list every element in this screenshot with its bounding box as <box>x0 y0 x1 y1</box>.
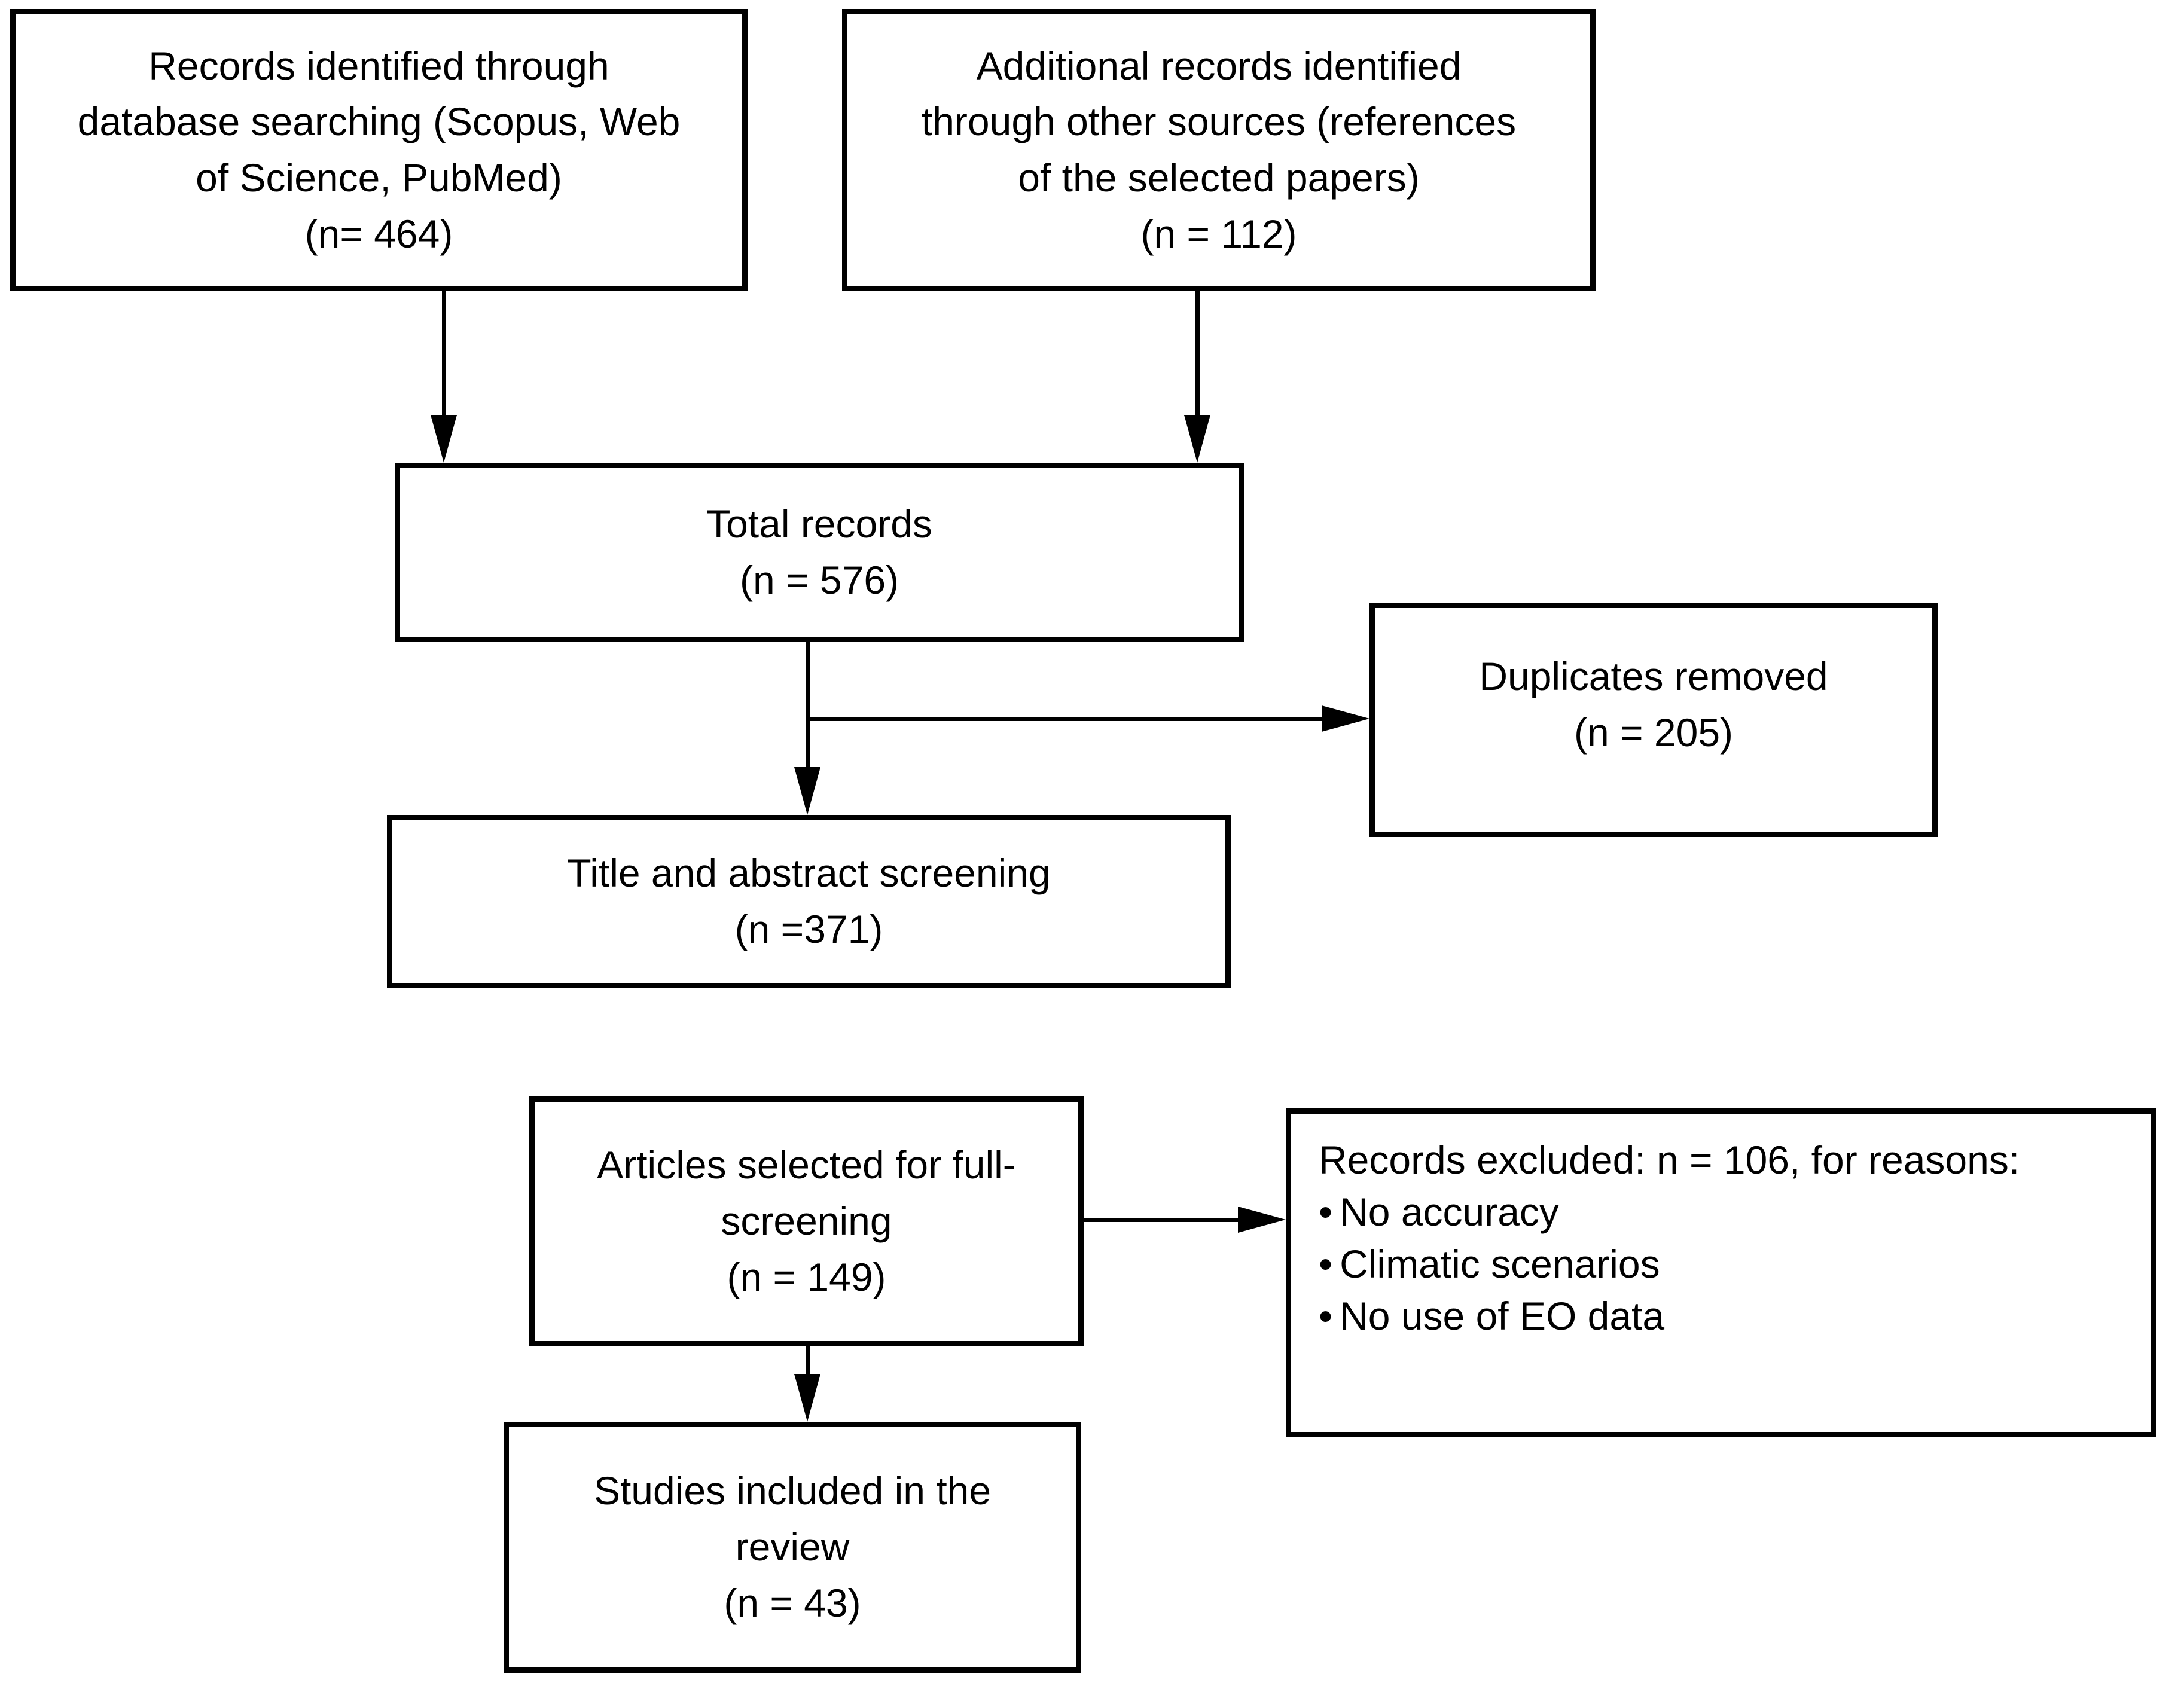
connector-line <box>806 717 1323 721</box>
box-text-line: Articles selected for full- <box>597 1143 1016 1187</box>
bullet-icon: • <box>1319 1190 1333 1235</box>
arrowhead-down-icon <box>794 1374 820 1422</box>
excluded-heading: Records excluded: n = 106, for reasons: <box>1319 1138 2020 1182</box>
box-text-line: Studies included in the <box>593 1468 992 1513</box>
excluded-bullet-text: No accuracy <box>1340 1190 1559 1235</box>
connector-line <box>806 1345 810 1376</box>
arrowhead-down-icon <box>794 767 820 815</box>
box-count-line: (n = 43) <box>724 1580 861 1625</box>
arrowhead-down-icon <box>431 415 457 463</box>
connector-line <box>442 290 446 419</box>
bullet-icon: • <box>1319 1242 1333 1287</box>
connector-line <box>1082 1218 1239 1222</box>
excluded-bullet-item: • No use of EO data <box>1319 1290 1664 1342</box>
box-text-line: screening <box>721 1199 892 1244</box>
box-count-line: (n =371) <box>734 907 883 951</box>
box-records-excluded: Records excluded: n = 106, for reasons: … <box>1286 1108 2156 1437</box>
box-additional-records: Additional records identified through ot… <box>842 9 1596 291</box>
connector-line <box>806 641 810 774</box>
arrowhead-down-icon <box>1184 415 1210 463</box>
bullet-icon: • <box>1319 1294 1333 1339</box>
box-text-line: Additional records identified <box>976 43 1462 88</box>
box-total-records: Total records (n = 576) <box>395 463 1244 642</box>
arrowhead-right-icon <box>1238 1207 1286 1233</box>
box-text-line: Total records <box>706 502 932 546</box>
arrowhead-right-icon <box>1322 705 1369 732</box>
box-text-line: Title and abstract screening <box>567 851 1051 896</box>
box-text-line: of Science, PubMed) <box>196 155 562 200</box>
box-articles-selected: Articles selected for full- screening (n… <box>529 1096 1084 1346</box>
box-text-line: through other sources (references <box>921 99 1517 144</box>
excluded-bullet-text: Climatic scenarios <box>1340 1242 1660 1287</box>
box-count-line: (n = 576) <box>740 558 899 602</box>
box-records-identified: Records identified through database sear… <box>10 9 748 291</box>
box-duplicates-removed: Duplicates removed (n = 205) <box>1369 603 1938 837</box>
box-text-line: Duplicates removed <box>1479 654 1828 699</box>
box-text-line: database searching (Scopus, Web <box>77 99 681 144</box>
excluded-bullet-text: No use of EO data <box>1340 1294 1665 1339</box>
box-text-line: Records identified through <box>148 43 609 88</box>
box-count-line: (n = 112) <box>1140 211 1297 256</box>
excluded-bullet-item: • Climatic scenarios <box>1319 1238 1660 1290</box>
excluded-bullet-item: • No accuracy <box>1319 1186 1559 1238</box>
box-title-abstract-screening: Title and abstract screening (n =371) <box>387 815 1231 988</box>
box-count-line: (n = 149) <box>727 1254 886 1299</box>
connector-line <box>1195 290 1200 419</box>
box-count-line: (n = 205) <box>1574 710 1733 755</box>
box-count-line: (n= 464) <box>304 211 453 256</box>
box-text-line: of the selected papers) <box>1018 155 1420 200</box>
box-studies-included: Studies included in the review (n = 43) <box>504 1422 1081 1673</box>
box-text-line: review <box>735 1525 850 1569</box>
